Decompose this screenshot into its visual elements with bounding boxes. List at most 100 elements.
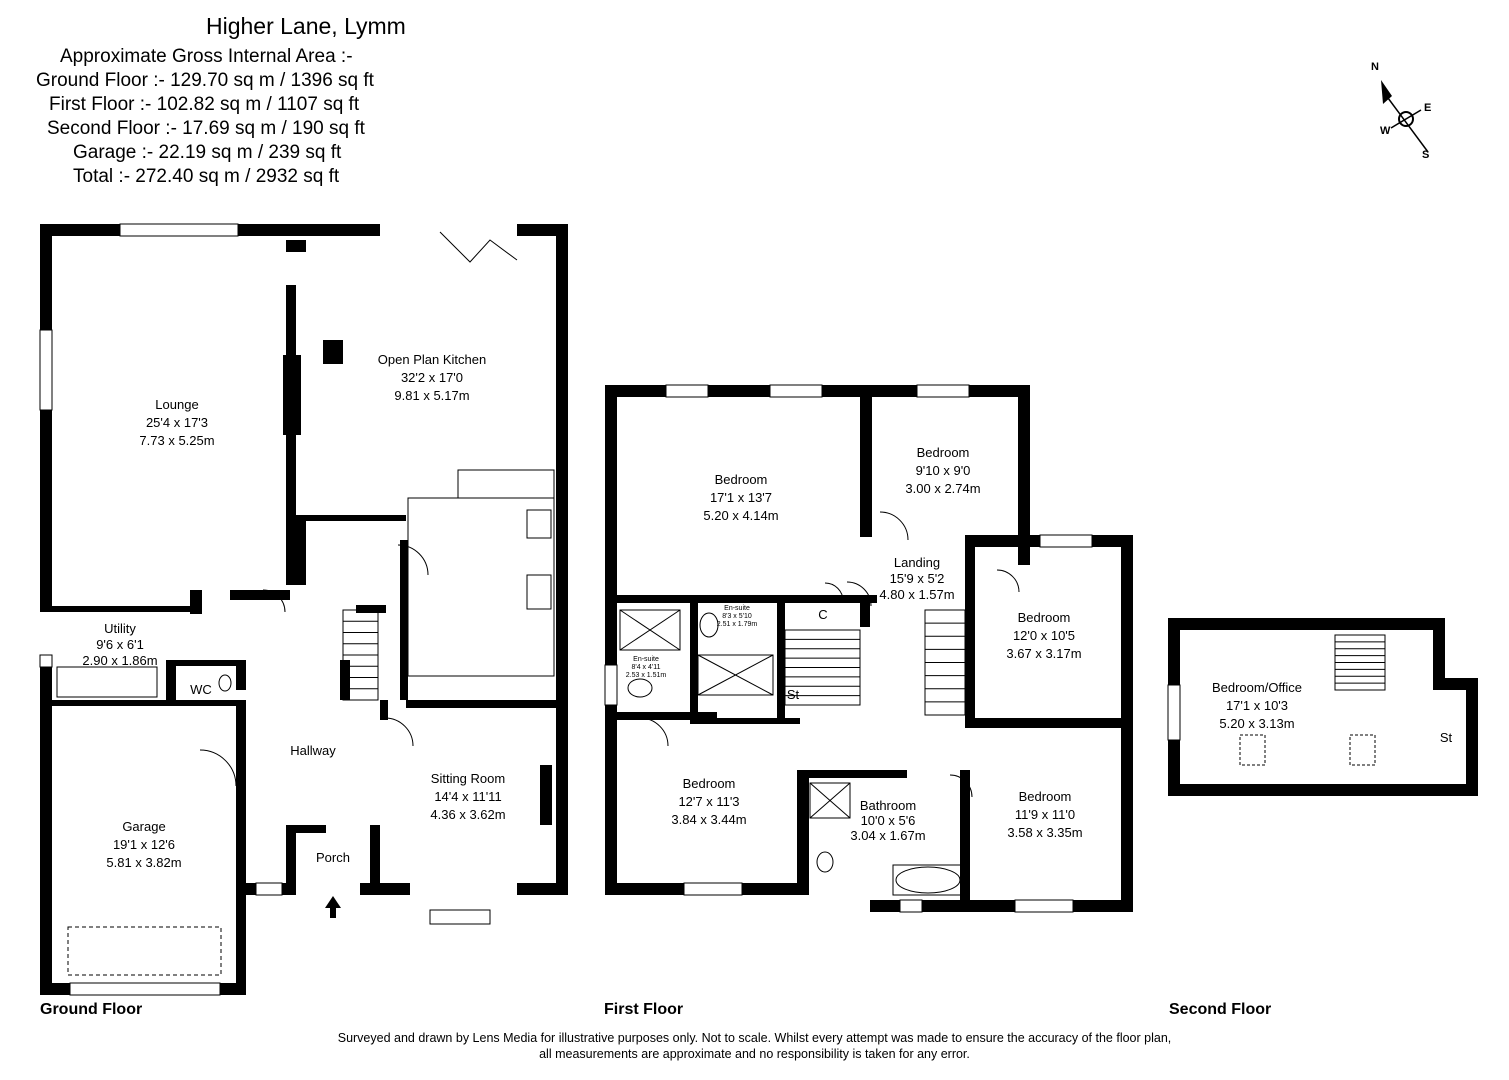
room-bedroom-5: Bedroom 11'9 x 11'0 3.58 x 3.35m bbox=[1007, 789, 1082, 840]
door-swing bbox=[824, 582, 844, 602]
compass-n: N bbox=[1371, 61, 1379, 73]
window bbox=[1014, 899, 1074, 913]
room-hallway: Hallway bbox=[290, 743, 336, 758]
svg-text:9'6 x 6'1: 9'6 x 6'1 bbox=[96, 637, 144, 652]
wall bbox=[605, 385, 617, 895]
window bbox=[39, 654, 53, 668]
svg-text:2.90 x 1.86m: 2.90 x 1.86m bbox=[82, 653, 157, 668]
wall bbox=[777, 603, 785, 718]
room-store-second: St bbox=[1440, 730, 1453, 745]
wall bbox=[286, 825, 296, 895]
svg-text:Bedroom: Bedroom bbox=[715, 472, 768, 487]
area-total: Total :- 272.40 sq m / 2932 sq ft bbox=[73, 166, 340, 187]
bifold-door bbox=[439, 231, 518, 263]
svg-text:5.81 x 3.82m: 5.81 x 3.82m bbox=[106, 855, 181, 870]
walls bbox=[40, 224, 1478, 995]
svg-text:8'4 x 4'11: 8'4 x 4'11 bbox=[631, 664, 660, 671]
svg-text:3.84 x 3.44m: 3.84 x 3.44m bbox=[671, 812, 746, 827]
room-bedroom-3: Bedroom 12'0 x 10'5 3.67 x 3.17m bbox=[1006, 610, 1081, 661]
wall bbox=[286, 240, 306, 252]
utility-sink bbox=[56, 666, 158, 698]
svg-text:Bedroom: Bedroom bbox=[1019, 789, 1072, 804]
door-swing bbox=[639, 717, 669, 747]
window bbox=[604, 664, 618, 706]
room-bedroom-1: Bedroom 17'1 x 13'7 5.20 x 4.14m bbox=[703, 472, 778, 523]
wall bbox=[1018, 385, 1030, 565]
window bbox=[665, 384, 709, 398]
wall bbox=[40, 224, 120, 236]
room-bedroom-4: Bedroom 12'7 x 11'3 3.84 x 3.44m bbox=[671, 776, 746, 827]
shower-tray bbox=[697, 654, 774, 696]
room-garage: Garage 19'1 x 12'6 5.81 x 3.82m bbox=[106, 819, 181, 870]
svg-text:5.20 x 4.14m: 5.20 x 4.14m bbox=[703, 508, 778, 523]
compass-s: S bbox=[1422, 149, 1429, 161]
first-floor-label: First Floor bbox=[604, 1001, 684, 1018]
disclaimer: Surveyed and drawn by Lens Media for ill… bbox=[0, 1030, 1509, 1062]
wall bbox=[236, 700, 246, 995]
window bbox=[1039, 534, 1093, 548]
kitchen-worktop bbox=[407, 497, 555, 677]
svg-text:Bedroom: Bedroom bbox=[917, 445, 970, 460]
svg-text:Bathroom: Bathroom bbox=[860, 798, 916, 813]
wall bbox=[797, 770, 907, 778]
room-sitting: Sitting Room 14'4 x 11'11 4.36 x 3.62m bbox=[430, 771, 505, 822]
window bbox=[69, 982, 221, 996]
wall bbox=[406, 700, 568, 708]
bath-outline bbox=[892, 864, 964, 896]
compass-w: W bbox=[1380, 125, 1391, 137]
wall bbox=[617, 712, 717, 720]
svg-text:10'0 x 5'6: 10'0 x 5'6 bbox=[861, 813, 916, 828]
shower-line bbox=[697, 654, 774, 696]
room-porch: Porch bbox=[316, 850, 350, 865]
svg-text:5.20 x 3.13m: 5.20 x 3.13m bbox=[1219, 716, 1294, 731]
room-bathroom: Bathroom 10'0 x 5'6 3.04 x 1.67m bbox=[850, 798, 925, 843]
room-bedroom-2: Bedroom 9'10 x 9'0 3.00 x 2.74m bbox=[905, 445, 980, 496]
toilet bbox=[218, 674, 232, 692]
svg-text:Lounge: Lounge bbox=[155, 397, 198, 412]
svg-text:25'4 x 17'3: 25'4 x 17'3 bbox=[146, 415, 208, 430]
wall bbox=[690, 718, 800, 724]
wall bbox=[190, 590, 202, 614]
wall bbox=[617, 595, 877, 603]
compass-icon: N E W S bbox=[1371, 61, 1431, 161]
svg-text:14'4 x 11'11: 14'4 x 11'11 bbox=[434, 789, 501, 804]
disclaimer-line-1: Surveyed and drawn by Lens Media for ill… bbox=[337, 1031, 1172, 1045]
toilet bbox=[816, 851, 834, 873]
area-first: First Floor :- 102.82 sq m / 1107 sq ft bbox=[49, 94, 360, 115]
wall bbox=[380, 700, 388, 720]
svg-text:7.73 x 5.25m: 7.73 x 5.25m bbox=[139, 433, 214, 448]
wall bbox=[965, 547, 975, 722]
door-swing bbox=[384, 717, 414, 747]
svg-text:Sitting Room: Sitting Room bbox=[431, 771, 505, 786]
fixtures bbox=[39, 223, 1386, 996]
svg-text:Bedroom/Office: Bedroom/Office bbox=[1212, 680, 1302, 695]
svg-text:Landing: Landing bbox=[894, 555, 940, 570]
svg-text:Bedroom: Bedroom bbox=[1018, 610, 1071, 625]
room-kitchen: Open Plan Kitchen 32'2 x 17'0 9.81 x 5.1… bbox=[378, 352, 486, 403]
svg-text:4.36 x 3.62m: 4.36 x 3.62m bbox=[430, 807, 505, 822]
wall bbox=[517, 883, 568, 895]
window bbox=[119, 223, 239, 237]
wall bbox=[400, 540, 408, 700]
wall bbox=[360, 883, 410, 895]
svg-text:En-suite: En-suite bbox=[633, 656, 659, 663]
door-swing bbox=[262, 589, 286, 613]
svg-text:15'9 x 5'2: 15'9 x 5'2 bbox=[890, 571, 945, 586]
wall bbox=[797, 770, 809, 895]
svg-text:3.04 x 1.67m: 3.04 x 1.67m bbox=[850, 828, 925, 843]
svg-text:19'1 x 12'6: 19'1 x 12'6 bbox=[113, 837, 175, 852]
shower-tray bbox=[809, 782, 851, 819]
window bbox=[916, 384, 970, 398]
room-cupboard: C bbox=[818, 607, 827, 622]
window bbox=[255, 882, 283, 896]
room-lounge: Lounge 25'4 x 17'3 7.73 x 5.25m bbox=[139, 397, 214, 448]
wall bbox=[230, 590, 290, 600]
toilet bbox=[699, 612, 719, 638]
svg-text:12'0 x 10'5: 12'0 x 10'5 bbox=[1013, 628, 1075, 643]
window bbox=[429, 909, 491, 925]
wall bbox=[370, 825, 380, 895]
svg-text:Bedroom: Bedroom bbox=[683, 776, 736, 791]
wall bbox=[860, 597, 870, 627]
area-ground: Ground Floor :- 129.70 sq m / 1396 sq ft bbox=[36, 70, 374, 91]
door-swing bbox=[199, 749, 237, 787]
